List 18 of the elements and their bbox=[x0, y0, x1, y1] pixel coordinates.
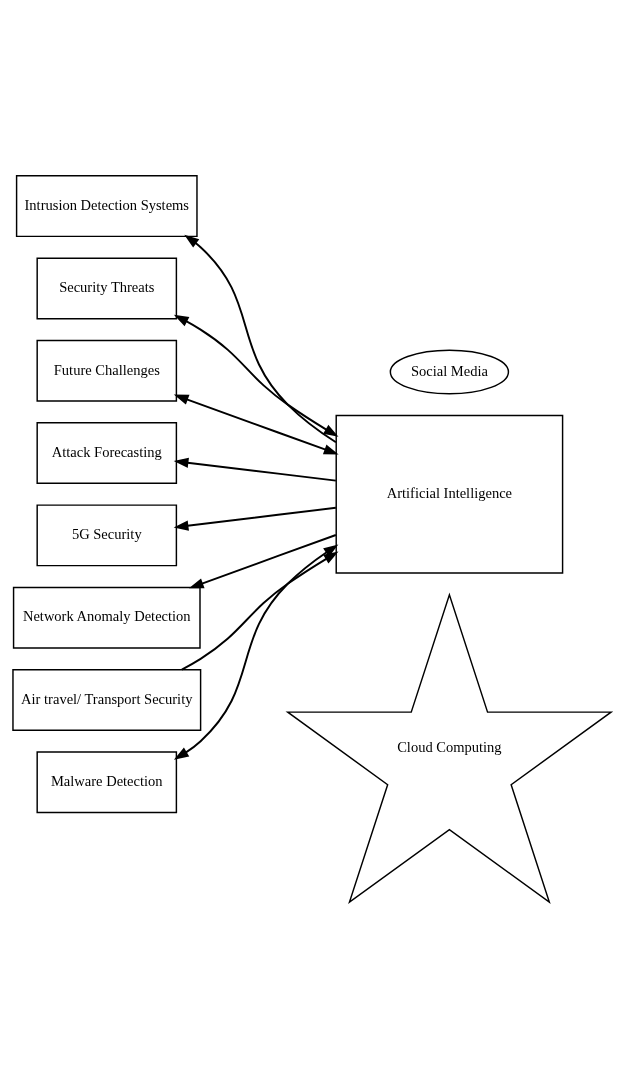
node-box: Intrusion Detection Systems bbox=[15, 175, 198, 238]
node-box: Network Anomaly Detection bbox=[12, 586, 201, 649]
arrow bbox=[188, 534, 337, 589]
arrow bbox=[184, 234, 337, 444]
node-box: 5G Security bbox=[36, 504, 178, 567]
node-box: Air travel/ Transport Security bbox=[12, 669, 202, 731]
arrow bbox=[173, 506, 337, 531]
node-ellipse: Social Media bbox=[389, 349, 510, 395]
node-box: Future Challenges bbox=[36, 339, 178, 402]
arrow bbox=[173, 457, 337, 482]
arrow bbox=[173, 314, 339, 437]
node-box: Malware Detection bbox=[36, 751, 178, 814]
arrow bbox=[173, 394, 339, 455]
node-box: Attack Forecasting bbox=[36, 422, 178, 485]
arrow bbox=[173, 544, 339, 760]
node-box: Security Threats bbox=[36, 257, 178, 320]
arrow bbox=[180, 551, 339, 671]
node-box: Artificial Intelligence bbox=[335, 414, 564, 574]
